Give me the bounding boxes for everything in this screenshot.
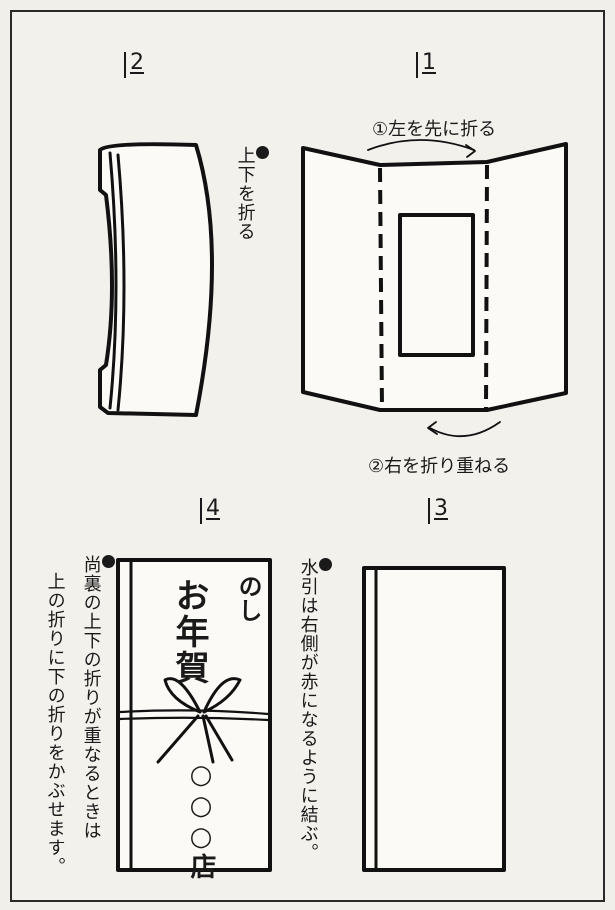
caption-note-line1: 尚裏の上下の折りが重なるときは [80, 555, 115, 840]
arrow-fold-right-icon [427, 421, 501, 438]
envelope-sender: ○○○店 [186, 760, 216, 880]
caption-fold-top-bottom-text: 上下を折る [234, 146, 256, 241]
caption-fold-left-first: ①左を先に折る [372, 119, 497, 140]
step4-envelope [116, 558, 272, 872]
noshi-mark: のし [234, 574, 263, 622]
caption-note-line1-text: 尚裏の上下の折りが重なるときは [80, 555, 102, 840]
envelope-title: お年賀 [169, 578, 209, 686]
bullet-icon [101, 555, 115, 568]
caption-mizuhiki: 水引は右側が赤になるように結ぶ。 [297, 558, 332, 862]
bullet-icon [255, 146, 269, 159]
caption-fold-right-over: ②右を折り重ねる [368, 456, 511, 477]
arrow-fold-left-icon [367, 139, 476, 158]
step1-unfolded-paper [301, 142, 568, 412]
caption-mizuhiki-text: 水引は右側が赤になるように結ぶ。 [297, 558, 319, 862]
bullet-icon [318, 558, 332, 571]
step2-folded-paper [98, 142, 214, 417]
caption-fold-top-bottom: 上下を折る [234, 146, 269, 241]
caption-note-line2: 上の折りに下の折りをかぶせます。 [44, 572, 66, 876]
step3-envelope [362, 566, 506, 872]
